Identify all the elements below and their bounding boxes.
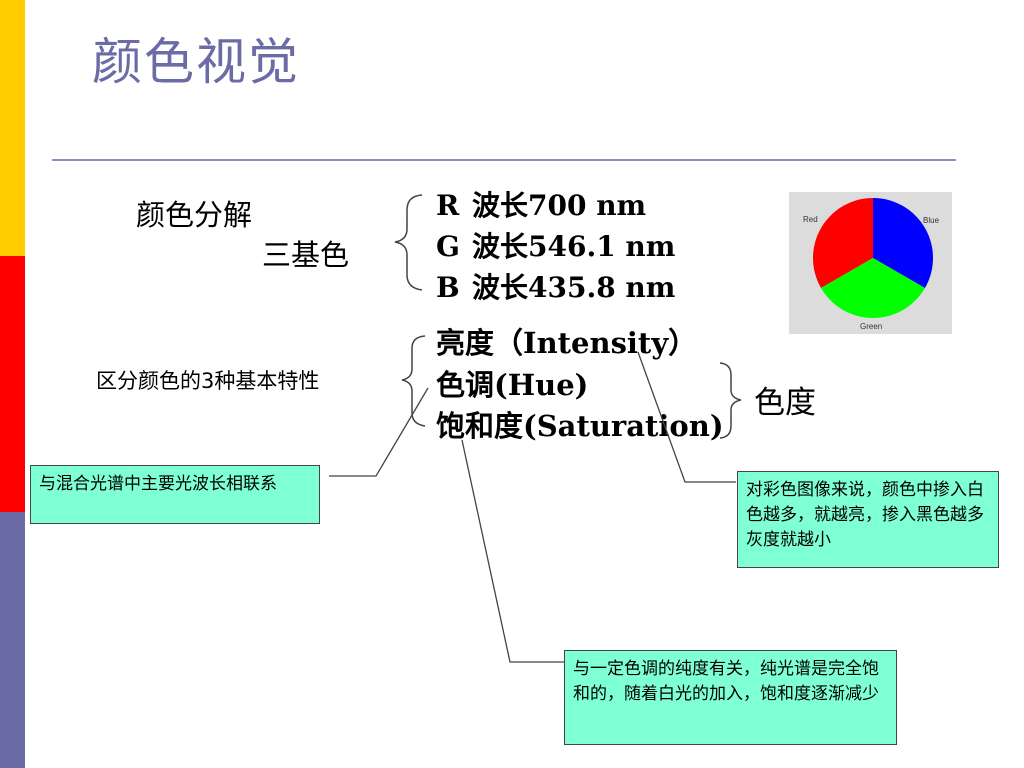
pie-label-green: Green	[860, 322, 882, 331]
decomposition-label: 颜色分解	[136, 198, 253, 232]
line-hue-note	[329, 387, 429, 477]
property-intensity: 亮度（Intensity）	[436, 326, 698, 360]
chroma-label: 色度	[754, 385, 816, 421]
pie-slice-blue	[873, 198, 933, 288]
properties-label-text: 区分颜色的3种基本特性	[96, 369, 320, 393]
line-intensity-note	[637, 351, 736, 483]
primaries-label: 三基色	[262, 238, 350, 272]
primary-letter: R	[436, 189, 460, 222]
primary-red: R 波长700 nm	[436, 184, 646, 224]
primary-letter: B	[436, 271, 460, 304]
primary-wavelength: 波长546.1 nm	[472, 230, 676, 263]
pie-slice-green	[821, 258, 925, 318]
accent-bar-yellow	[0, 0, 25, 256]
accent-bar-red	[0, 256, 25, 512]
note-intensity: 对彩色图像来说，颜色中掺入白色越多，就越亮，掺入黑色越多灰度就越小	[737, 471, 999, 568]
line-saturation-note	[461, 439, 564, 663]
property-saturation: 饱和度(Saturation)	[436, 409, 724, 443]
primary-wavelength: 波长435.8 nm	[472, 271, 676, 304]
pie-label-blue: Blue	[923, 216, 940, 225]
note-saturation: 与一定色调的纯度有关，纯光谱是完全饱和的，随着白光的加入，饱和度逐渐减少	[564, 650, 897, 745]
primary-green: G 波长546.1 nm	[436, 225, 675, 265]
accent-bar-purple	[0, 512, 25, 768]
properties-label: 区分颜色的3种基本特性	[96, 365, 319, 395]
property-hue: 色调(Hue)	[436, 368, 589, 402]
primary-letter: G	[436, 230, 460, 263]
brace-chroma	[719, 362, 742, 439]
brace-primaries	[394, 194, 423, 291]
primary-blue: B 波长435.8 nm	[436, 266, 675, 306]
pie-slice-red	[813, 198, 873, 288]
note-hue: 与混合光谱中主要光波长相联系	[30, 465, 320, 524]
brace-properties	[401, 335, 426, 427]
title-divider	[52, 159, 956, 161]
rgb-pie-image: Red Blue Green	[789, 192, 952, 334]
slide-title: 颜色视觉	[92, 33, 300, 91]
pie-label-red: Red	[803, 215, 818, 224]
primary-wavelength: 波长700 nm	[472, 189, 647, 222]
